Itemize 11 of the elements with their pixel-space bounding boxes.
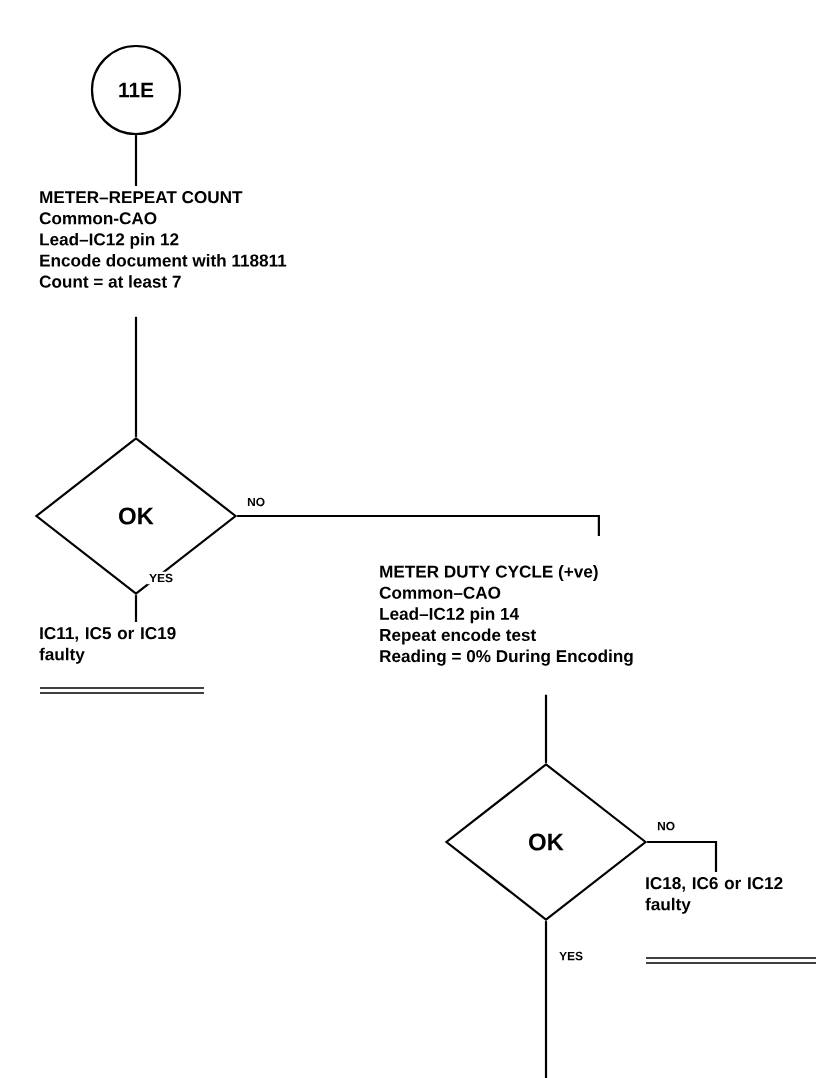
connector-line	[544, 694, 548, 763]
instruction-text: METER DUTY CYCLE (+ve) Common–CAO Lead–IC12 pin 14 Repeat encode test Reading = 0% During Encoding	[379, 565, 633, 666]
connector-line	[544, 921, 548, 1078]
result-text: IC18, IC6 or IC12 faulty	[645, 877, 783, 914]
instruction-text: METER–REPEAT COUNT Common-CAO Lead–IC12 pin 12 Encode document with 118811 Count = at least 7	[39, 191, 287, 288]
connector-line	[134, 595, 138, 622]
connector-line	[134, 135, 138, 186]
connector-line	[237, 514, 600, 536]
connector-line	[647, 840, 718, 872]
result-text: IC11, IC5 or IC19 faulty	[39, 627, 176, 664]
connector-line	[134, 316, 138, 437]
